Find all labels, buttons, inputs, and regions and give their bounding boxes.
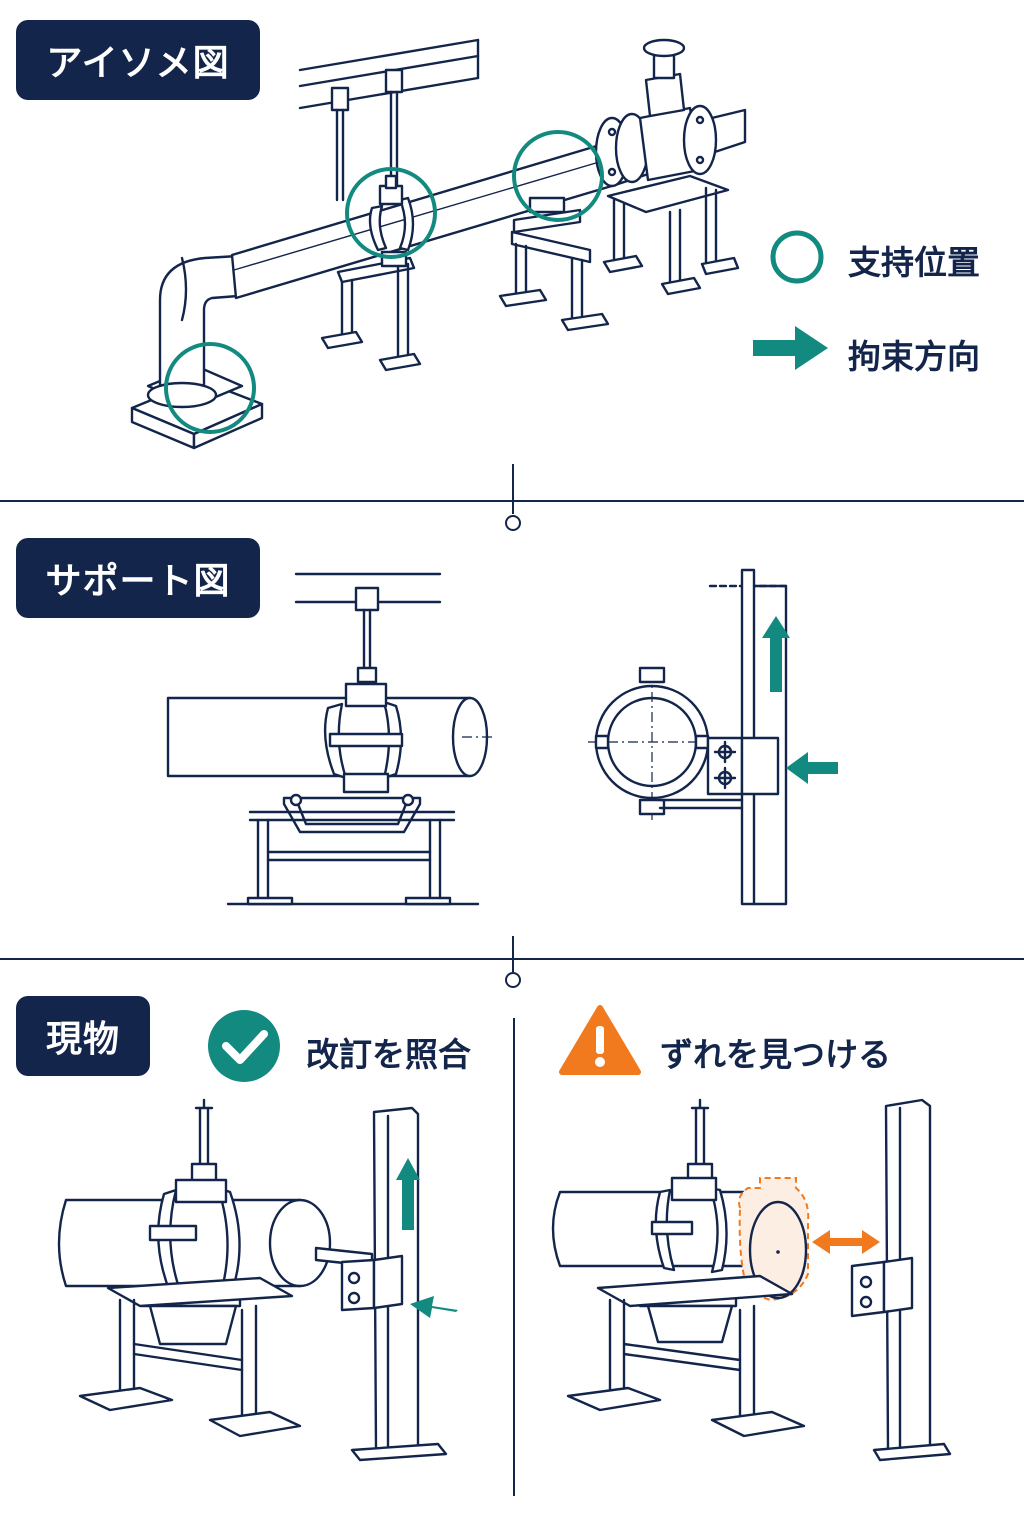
circle-icon (770, 230, 824, 284)
gate-valve (594, 38, 718, 188)
isometric-section: アイソメ図 (0, 0, 1024, 500)
actual-section: 現物 (0, 960, 1024, 1536)
pipe-stand-1 (320, 250, 422, 372)
isometric-drawing (130, 38, 828, 450)
support-section-view (588, 568, 788, 906)
support-drawing (166, 568, 838, 906)
matched-support-illustration (57, 1098, 458, 1462)
support-section: サポート図 (0, 502, 1024, 958)
hanger-rods (330, 68, 404, 202)
actual-tag: 現物 (16, 996, 150, 1076)
check-revision-label: 改訂を照合 (306, 1035, 471, 1074)
arrow-right-icon (753, 326, 828, 370)
double-arrow-icon (812, 1230, 880, 1254)
pipe-clamp-1 (368, 174, 415, 252)
valve-support-frame (602, 174, 740, 296)
isometric-tag: アイソメ図 (16, 20, 260, 100)
arrow-left-icon (786, 752, 838, 784)
support-marker-3 (164, 342, 256, 434)
support-elevation-view (166, 572, 494, 906)
arrow-up-icon (762, 616, 790, 692)
find-deviation-label: ずれを見つける (660, 1035, 891, 1074)
legend-restraint-direction: 拘束方向 (848, 337, 980, 376)
check-circle-icon (208, 1010, 280, 1082)
support-tag: サポート図 (16, 538, 260, 618)
support-position-markers (164, 130, 604, 434)
support-marker-2 (512, 130, 604, 222)
deviation-support-illustration (551, 1098, 952, 1462)
support-marker-1 (345, 167, 437, 259)
warning-triangle-icon (559, 1005, 641, 1075)
displaced-pipe-outline (738, 1177, 810, 1302)
legend-support-position: 支持位置 (848, 243, 980, 282)
pipe-stand-2 (498, 196, 610, 332)
actual-drawing (57, 1005, 952, 1496)
